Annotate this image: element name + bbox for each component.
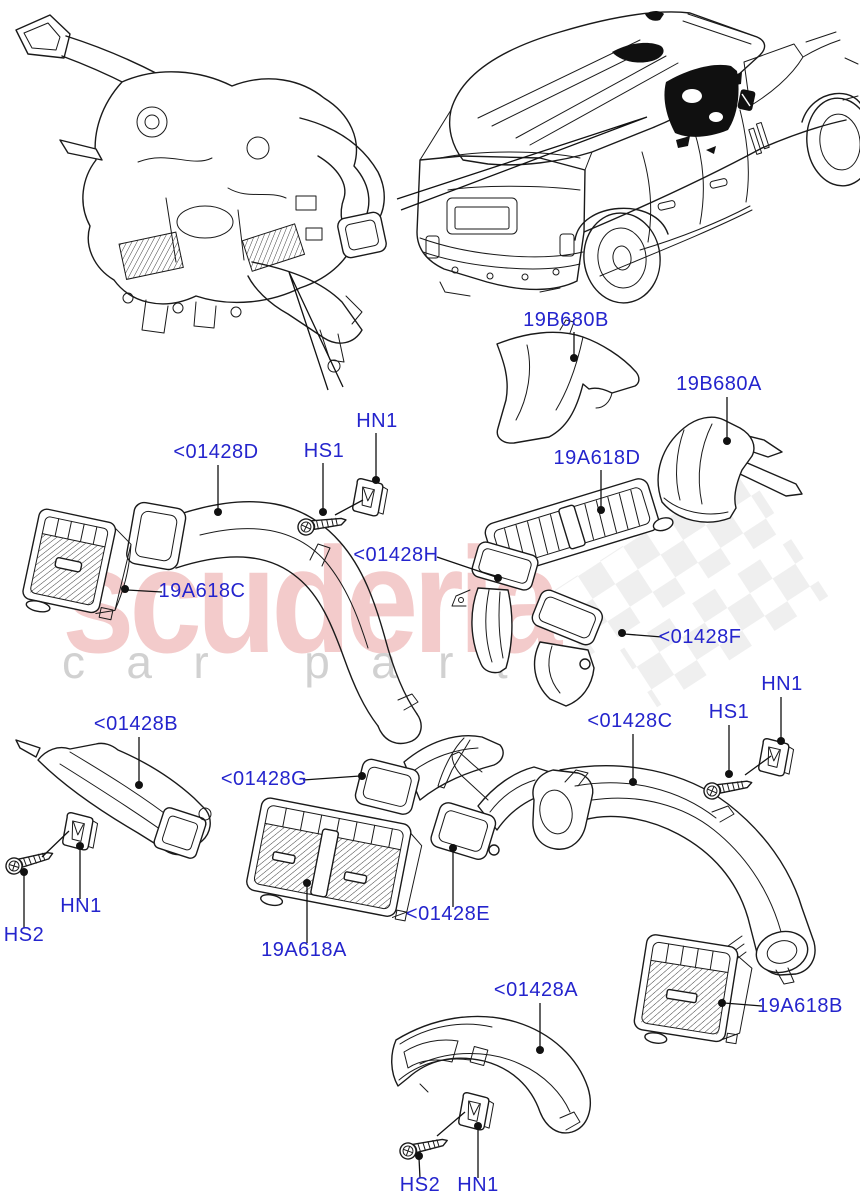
part-label-HN1-bottom[interactable]: HN1 [457,1174,499,1196]
hvac-assembly-illustration [15,14,387,373]
part-01428B-duct [15,739,212,859]
fastener-link-bottom [436,1111,466,1137]
part-label-HS2-bottom[interactable]: HS2 [400,1174,440,1196]
part-label-01428C[interactable]: <01428C [587,710,672,732]
part-19A618B-vent [633,934,753,1045]
part-01428D-duct [126,500,422,745]
part-label-01428D[interactable]: <01428D [173,441,258,463]
screw-hs2-left-icon [2,839,55,880]
part-label-19A618B[interactable]: 19A618B [757,995,843,1017]
part-label-01428E[interactable]: <01428E [406,903,490,925]
part-label-19A618C[interactable]: 19A618C [159,580,246,602]
part-label-HS1-top[interactable]: HS1 [304,440,344,462]
part-label-HN1-left[interactable]: HN1 [60,895,102,917]
part-label-HS1-right[interactable]: HS1 [709,701,749,723]
vehicle-illustration [416,11,860,304]
fastener-link-right [744,755,772,776]
part-19A618D-vent-grille [479,478,674,576]
assembly-pointer-line [288,271,344,391]
leader-lines [20,332,785,1179]
part-labels: 19B680B 19B680A <01428D HS1 HN1 19A618D … [4,309,843,1196]
part-label-01428B[interactable]: <01428B [94,713,178,735]
part-label-01428F[interactable]: <01428F [658,626,741,648]
fastener-link-top [334,499,364,516]
part-label-HN1-right[interactable]: HN1 [761,673,803,695]
part-19A618A-vent [246,797,423,922]
part-01428G-duct [354,735,504,815]
part-label-19B680B[interactable]: 19B680B [523,309,609,331]
clip-hn1-top-icon [351,477,390,518]
part-label-19A618D[interactable]: 19A618D [554,447,641,469]
part-01428F-duct [531,589,604,707]
part-label-19A618A[interactable]: 19A618A [261,939,347,961]
part-label-HS2-left[interactable]: HS2 [4,924,44,946]
clip-hn1-right-icon [757,737,796,778]
part-label-01428G[interactable]: <01428G [221,768,307,790]
part-label-01428A[interactable]: <01428A [494,979,578,1001]
fastener-link-left [41,830,70,858]
part-19B680B-duct [496,319,640,444]
vehicle-pointer-line [396,116,648,211]
part-19B680A-duct [657,416,803,523]
part-label-HN1-top[interactable]: HN1 [356,410,398,432]
part-label-19B680A[interactable]: 19B680A [676,373,762,395]
part-label-01428H[interactable]: <01428H [353,544,438,566]
part-19A618C-vent [22,508,132,621]
